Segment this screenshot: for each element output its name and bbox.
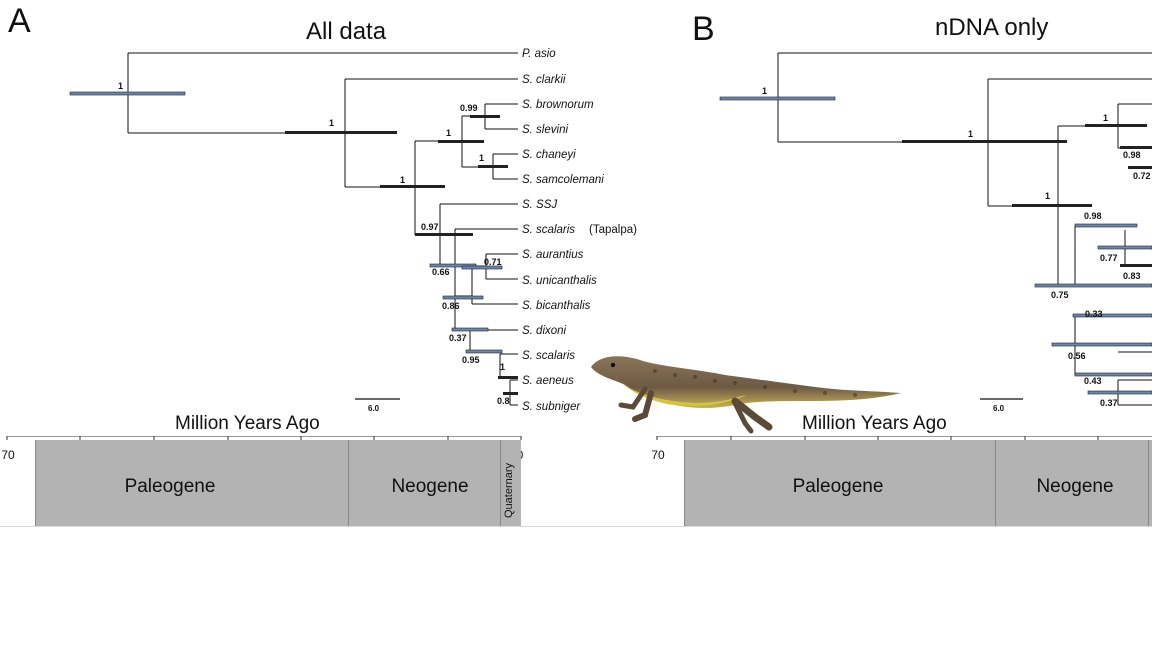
taxon-label: S. aeneus (522, 375, 574, 387)
tree-panel-a (69, 52, 518, 406)
taxon-label: S. slevini (522, 124, 568, 136)
era-label-paleogene-b: Paleogene (792, 476, 884, 497)
support-value: 0.56 (1068, 351, 1086, 361)
support-value: 0.98 (1123, 150, 1141, 160)
taxon-label: S. aurantius (522, 249, 584, 261)
support-value: 1 (500, 362, 505, 372)
support-value: 0.86 (442, 301, 460, 311)
scale-bar-label: 6.0 (368, 404, 380, 413)
support-value: 0.95 (462, 355, 480, 365)
panel-a-title: All data (306, 18, 387, 45)
support-value: 0.8 (497, 396, 510, 406)
support-value: 1 (479, 153, 484, 163)
phylogeny-trees: P. asio S. clarkii S. brownorum S. slevi… (69, 48, 1152, 413)
era-quaternary-b (1148, 440, 1152, 526)
support-value: 0.71 (484, 257, 502, 267)
taxon-label: S. brownorum (522, 99, 594, 111)
support-value: 0.77 (1100, 253, 1118, 263)
support-value: 1 (446, 128, 451, 138)
taxon-label: S. clarkii (522, 74, 566, 86)
scale-bar-label: 6.0 (993, 404, 1005, 413)
taxon-label: S. bicanthalis (522, 300, 591, 312)
support-value: 0.33 (1085, 309, 1103, 319)
taxon-label: S. unicanthalis (522, 275, 597, 287)
era-label-quaternary-a: Quaternary (503, 462, 515, 518)
era-paleogene-b (684, 440, 996, 526)
taxon-label: S. samcolemani (522, 174, 604, 186)
era-neogene-a (348, 440, 501, 526)
taxon-label: S. dixoni (522, 325, 567, 337)
axis-title-a: Million Years Ago (175, 413, 320, 434)
support-value: 0.97 (421, 222, 439, 232)
axis-ticks-b (656, 436, 1152, 440)
support-value: 1 (329, 118, 334, 128)
support-value: 0.37 (449, 333, 467, 343)
taxon-label: S. SSJ (522, 199, 557, 211)
taxon-suffix: (Tapalpa) (589, 224, 637, 236)
support-value: 1 (118, 81, 123, 91)
taxon-label: S. scalaris (522, 350, 575, 362)
support-value: 1 (1103, 113, 1108, 123)
axis-ticks-a (6, 436, 522, 440)
bottom-divider (0, 526, 1152, 527)
era-label-neogene-b: Neogene (1036, 476, 1114, 497)
tick-label: 70 (1, 448, 15, 462)
support-value: 1 (762, 86, 767, 96)
lizard-illustration (591, 356, 901, 434)
support-value: 0.98 (1084, 211, 1102, 221)
support-value: 1 (968, 129, 973, 139)
panel-b-title: nDNA only (935, 14, 1049, 41)
support-value: 0.43 (1084, 376, 1102, 386)
taxon-label: S. chaneyi (522, 149, 576, 161)
era-quaternary-a (500, 440, 521, 526)
era-label-neogene-a: Neogene (391, 476, 469, 497)
era-neogene-b (995, 440, 1149, 526)
taxon-label: S. scalaris (522, 224, 575, 236)
support-value: 0.83 (1123, 271, 1141, 281)
panel-a-letter: A (8, 2, 31, 40)
support-value: 0.37 (1100, 398, 1118, 408)
support-value: 0.99 (460, 103, 478, 113)
support-value: 0.72 (1133, 171, 1151, 181)
support-value: 1 (1045, 191, 1050, 201)
panel-b-letter: B (692, 10, 715, 48)
support-value: 1 (400, 175, 405, 185)
support-value: 0.66 (432, 267, 450, 277)
taxon-label: S. subniger (522, 401, 581, 413)
era-label-paleogene-a: Paleogene (124, 476, 216, 497)
axis-title-b: Million Years Ago (802, 413, 947, 434)
tick-label: 70 (651, 448, 665, 462)
support-value: 0.75 (1051, 290, 1069, 300)
era-paleogene-a (35, 440, 349, 526)
tree-panel-b (719, 52, 1152, 406)
taxon-label: P. asio (522, 48, 556, 60)
